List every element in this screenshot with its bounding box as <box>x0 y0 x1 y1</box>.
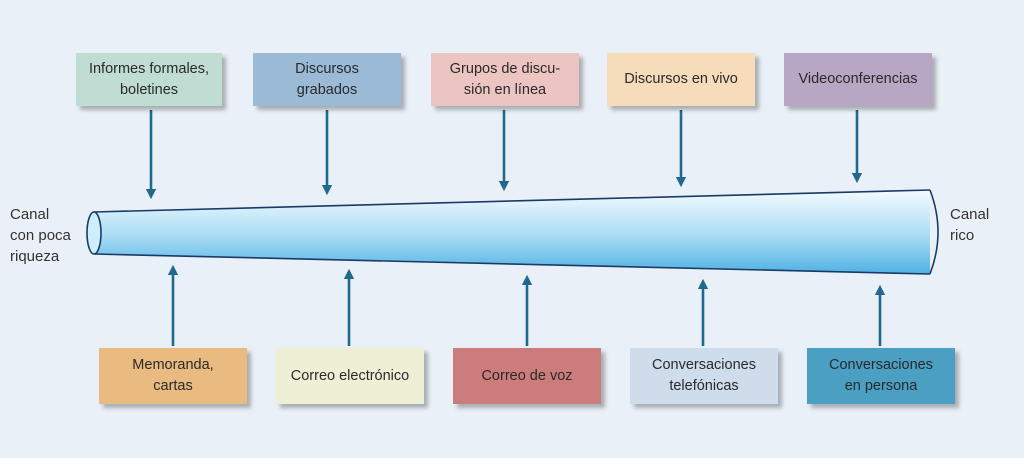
top-box-videoconferencias: Videoconferencias <box>784 53 932 106</box>
channel-cone <box>86 189 939 275</box>
bottom-box-conversaciones-en-persona: Conversaciones en persona <box>807 348 955 404</box>
bottom-box-correo-electronico: Correo electrónico <box>276 348 424 404</box>
arrows-group <box>145 110 886 346</box>
bottom-box-conversaciones-telefonicas: Conversaciones telefónicas <box>630 348 778 404</box>
cone-right-end <box>929 189 939 275</box>
cone-bottom-edge <box>93 253 931 275</box>
cone-top-edge <box>93 189 931 213</box>
top-box-grupos-discusion: Grupos de discu- sión en línea <box>431 53 579 106</box>
cone-left-end <box>86 211 102 255</box>
left-label: Canal con poca riqueza <box>10 206 71 265</box>
top-box-discursos-grabados: Discursos grabados <box>253 53 401 106</box>
bottom-box-correo-de-voz: Correo de voz <box>453 348 601 404</box>
cone-body <box>94 190 930 274</box>
top-box-informes-formales: Informes formales, boletines <box>76 53 222 106</box>
bottom-box-memoranda: Memoranda, cartas <box>99 348 247 404</box>
top-box-discursos-en-vivo: Discursos en vivo <box>607 53 755 106</box>
right-label: Canal rico <box>950 206 990 244</box>
